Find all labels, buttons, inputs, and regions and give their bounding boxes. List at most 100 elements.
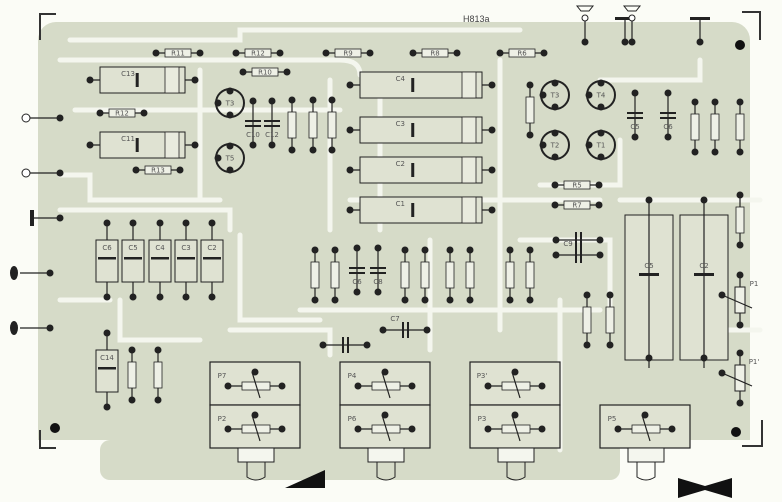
- solder-pad: [96, 109, 104, 117]
- capacitor-label: C4: [396, 75, 406, 83]
- volume-ramp-icon: [285, 470, 325, 488]
- solder-pad: [226, 87, 234, 95]
- tantalum-capacitor: [148, 239, 172, 283]
- capacitor-plate: [660, 117, 676, 119]
- board-code: H813a: [463, 14, 490, 24]
- supply-terminal: [690, 17, 710, 20]
- capacitor-polarity: [135, 73, 139, 87]
- capacitor-label: C12: [265, 131, 279, 139]
- solder-pad: [696, 38, 704, 46]
- solder-pad: [374, 288, 382, 296]
- resistor: [465, 261, 475, 289]
- speaker-terminal-icon: [622, 5, 642, 12]
- potentiometer-label: P7: [218, 372, 227, 380]
- solder-pad: [328, 146, 336, 154]
- solder-pad: [597, 129, 605, 137]
- lead: [251, 371, 261, 399]
- solder-pad: [551, 129, 559, 137]
- solder-pad: [152, 49, 160, 57]
- resistor: [108, 108, 136, 118]
- lead: [641, 414, 651, 442]
- connector-terminal: [581, 14, 589, 22]
- solder-pad: [309, 96, 317, 104]
- resistor-label: R12: [115, 110, 129, 118]
- solder-pad: [664, 133, 672, 141]
- resistor: [525, 96, 535, 124]
- solder-pad: [182, 293, 190, 301]
- solder-pad: [585, 141, 593, 149]
- solder-pad: [596, 251, 604, 259]
- track: [57, 207, 233, 233]
- solder-pad: [276, 49, 284, 57]
- lead: [721, 372, 753, 387]
- track: [117, 297, 203, 343]
- solder-pad: [381, 368, 389, 376]
- resistor: [164, 48, 192, 58]
- tantalum-capacitor: [95, 349, 119, 393]
- capacitor-label: C5: [128, 244, 137, 252]
- capacitor-polarity: [203, 257, 221, 260]
- resistor: [508, 48, 536, 58]
- solder-pad: [140, 109, 148, 117]
- solder-pad: [664, 89, 672, 97]
- solder-pad: [226, 166, 234, 174]
- solder-pad: [132, 166, 140, 174]
- solder-pad: [538, 425, 546, 433]
- solder-pad: [401, 296, 409, 304]
- potentiometer-shaft-base: [367, 447, 405, 463]
- solder-pad: [156, 293, 164, 301]
- track: [597, 57, 703, 83]
- capacitor-plate: [347, 337, 349, 353]
- trimmer: [734, 364, 746, 392]
- solder-pad: [526, 81, 534, 89]
- solder-pad: [103, 403, 111, 411]
- solder-pad: [328, 96, 336, 104]
- resistor: [251, 67, 279, 77]
- solder-pad: [628, 38, 636, 46]
- resistor-label: R6: [517, 50, 527, 58]
- trimmer-label: P1': [749, 358, 760, 366]
- speaker-terminal-icon: [575, 5, 595, 12]
- solder-pad: [736, 241, 744, 249]
- potentiometer-shaft-base: [497, 447, 535, 463]
- potentiometer-label: P3': [477, 372, 488, 380]
- solder-pad: [484, 425, 492, 433]
- capacitor-plate: [580, 247, 582, 263]
- capacitor-plate: [370, 272, 386, 274]
- resistor: [421, 48, 449, 58]
- solder-pad: [606, 291, 614, 299]
- capacitor-plate: [264, 120, 280, 122]
- solder-pad: [585, 91, 593, 99]
- solder-pad: [128, 346, 136, 354]
- solder-pad: [354, 425, 362, 433]
- resistor: [127, 361, 137, 389]
- potentiometer-label: P5: [608, 415, 617, 423]
- solder-pad: [224, 382, 232, 390]
- trimmer-label: P1: [750, 280, 759, 288]
- resistor: [525, 261, 535, 289]
- potentiometer-shaft-base: [627, 447, 665, 463]
- solder-pad: [423, 326, 431, 334]
- solder-pad: [354, 382, 362, 390]
- potentiometer-shaft: [506, 462, 526, 481]
- solder-pad: [488, 126, 496, 134]
- solder-pad: [552, 236, 560, 244]
- solder-pad: [621, 38, 629, 46]
- transistor-label: T3: [550, 92, 560, 100]
- solder-pad: [596, 236, 604, 244]
- solder-pad: [597, 103, 605, 111]
- resistor: [310, 261, 320, 289]
- solder-pad: [551, 201, 559, 209]
- capacitor-label: C10: [246, 131, 260, 139]
- capacitor-band: [461, 156, 477, 184]
- capacitor-label: C4: [155, 244, 165, 252]
- board-area: [100, 440, 620, 480]
- solder-pad: [322, 49, 330, 57]
- potentiometer-label: P4: [348, 372, 357, 380]
- ground-terminal: [30, 210, 34, 226]
- capacitor-polarity: [98, 367, 116, 370]
- solder-pad: [268, 141, 276, 149]
- capacitor-label: C3: [396, 120, 405, 128]
- solder-pad: [466, 246, 474, 254]
- solder-pad: [551, 79, 559, 87]
